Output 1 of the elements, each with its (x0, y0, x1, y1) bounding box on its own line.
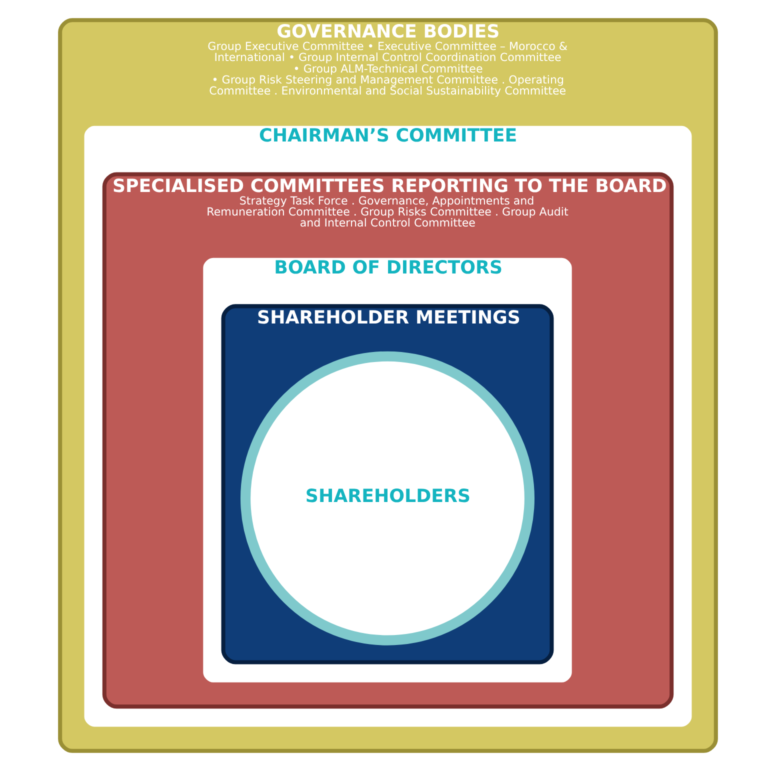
node-circle: SHAREHOLDERS (240, 351, 534, 646)
